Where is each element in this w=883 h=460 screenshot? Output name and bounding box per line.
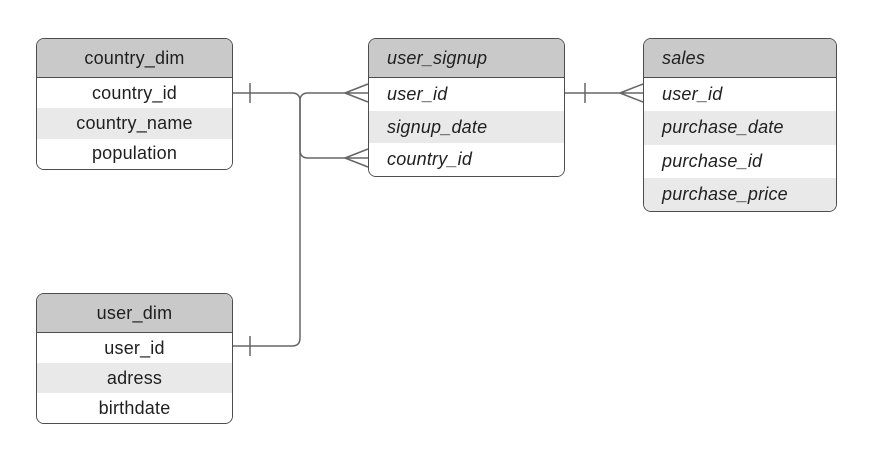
relationship-line[interactable] bbox=[233, 92, 345, 347]
table-row-country-name[interactable]: country_name bbox=[37, 108, 232, 139]
relationship-user_dim-user_signup[interactable] bbox=[233, 83, 369, 356]
relationship-user_signup-sales[interactable] bbox=[565, 83, 644, 103]
field-label: user_id bbox=[662, 84, 723, 105]
table-title: user_signup bbox=[387, 47, 488, 68]
field-label: signup_date bbox=[387, 116, 488, 137]
table-row-purchase-id[interactable]: purchase_id bbox=[644, 144, 836, 178]
table-row-purchase-price[interactable]: purchase_price bbox=[644, 177, 836, 211]
entity-table-country-dim[interactable]: country_dim country_id country_name popu… bbox=[36, 38, 233, 170]
field-label: purchase_date bbox=[662, 117, 784, 138]
table-row-purchase-date[interactable]: purchase_date bbox=[644, 111, 836, 145]
table-row-user-id[interactable]: user_id bbox=[37, 333, 232, 363]
field-label: country_name bbox=[76, 112, 193, 133]
field-label: country_id bbox=[387, 149, 473, 170]
field-label: population bbox=[91, 143, 178, 164]
field-label: purchase_price bbox=[662, 183, 788, 204]
entity-table-sales[interactable]: sales user_id purchase_date purchase_id … bbox=[643, 38, 837, 212]
table-header-user-signup[interactable]: user_signup bbox=[369, 39, 564, 78]
table-header-sales[interactable]: sales bbox=[644, 39, 836, 78]
table-title: user_dim bbox=[96, 302, 173, 323]
field-label: user_id bbox=[104, 337, 165, 358]
table-row-country-id[interactable]: country_id bbox=[37, 78, 232, 109]
table-title: sales bbox=[662, 47, 706, 68]
field-label: user_id bbox=[387, 83, 448, 104]
table-title: country_dim bbox=[84, 47, 185, 68]
table-row-birthdate[interactable]: birthdate bbox=[37, 393, 232, 423]
field-label: country_id bbox=[91, 82, 178, 103]
crow-foot-many-icon bbox=[619, 83, 644, 103]
crow-foot-many-icon bbox=[344, 83, 369, 103]
table-row-country-id[interactable]: country_id bbox=[369, 143, 564, 176]
field-label: birthdate bbox=[98, 397, 171, 418]
table-header-user-dim[interactable]: user_dim bbox=[37, 294, 232, 333]
table-row-user-id[interactable]: user_id bbox=[369, 78, 564, 111]
table-row-population[interactable]: population bbox=[37, 138, 232, 169]
table-header-country-dim[interactable]: country_dim bbox=[37, 39, 232, 78]
field-label: adress bbox=[106, 367, 163, 388]
entity-table-user-signup[interactable]: user_signup user_id signup_date country_… bbox=[368, 38, 565, 177]
field-label: purchase_id bbox=[662, 150, 763, 171]
crow-foot-many-icon bbox=[344, 148, 369, 168]
entity-table-user-dim[interactable]: user_dim user_id adress birthdate bbox=[36, 293, 233, 424]
table-row-adress[interactable]: adress bbox=[37, 363, 232, 393]
table-row-signup-date[interactable]: signup_date bbox=[369, 110, 564, 144]
table-row-user-id[interactable]: user_id bbox=[644, 78, 836, 112]
